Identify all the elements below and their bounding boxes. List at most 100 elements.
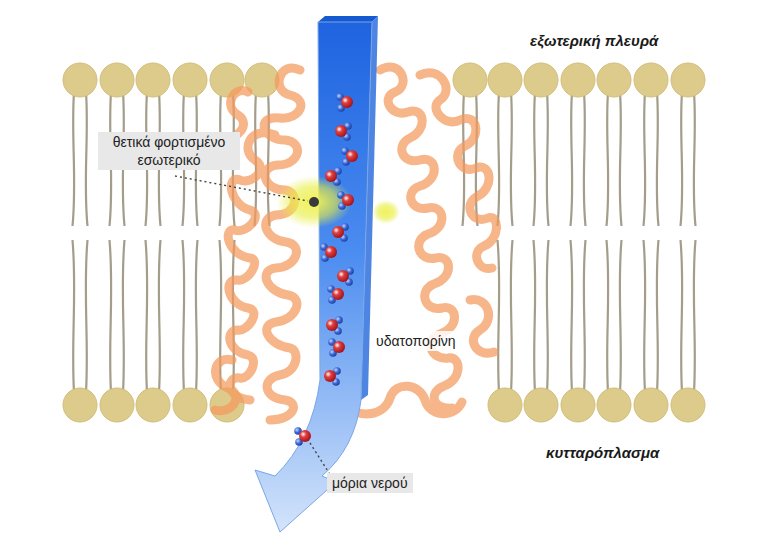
callout-label: μόρια νερού [327,473,413,493]
charge-glow [276,176,352,228]
oxygen-atom [335,125,347,137]
lipid-tail [694,240,696,392]
leader-lines [175,176,331,476]
lipid-tail [498,92,500,226]
lipid-head [100,388,134,422]
leader-line [310,443,331,476]
lipid-tail [233,240,235,392]
lipid-tail [159,240,161,392]
lipid-tail [534,240,536,392]
lipid-tail [620,240,622,392]
lipid-head [453,63,487,97]
water-molecule [294,427,311,446]
water-molecule [332,223,349,242]
water-molecule [337,267,354,286]
oxygen-atom [326,319,338,331]
lipid-head [63,63,97,97]
lipid-tail [607,240,609,392]
lipid-tail [268,92,270,226]
lipid-bilayer [63,63,705,422]
water-molecules [294,93,358,446]
oxygen-atom [324,370,336,382]
oxygen-atom [299,430,311,442]
lipid-tail [73,240,75,392]
lipid-head [173,63,207,97]
lipid-tail [657,240,659,392]
oxygen-atom [325,170,337,182]
oxygen-atom [333,341,345,353]
lipid-tail [534,92,536,226]
lipid-tail [657,92,659,226]
lipid-head [100,63,134,97]
leader-line [175,176,308,201]
oxygen-atom [341,96,353,108]
lipid-head [561,388,595,422]
lipid-tail [620,92,622,226]
lipid-tail [183,240,185,392]
lipid-head [561,63,595,97]
oxygen-atom [346,150,358,162]
water-flow-arrow [255,22,372,532]
side-label: εξωτερική πλευρά [530,32,658,50]
lipid-tail [547,240,549,392]
lipid-head [634,388,668,422]
lipid-tail [73,92,75,226]
water-molecule [336,93,353,112]
water-molecule [328,338,345,357]
lipid-tail [146,240,148,392]
lipid-tail [694,92,696,226]
oxygen-atom [325,246,337,258]
lipid-head [671,63,705,97]
lipid-tail [110,240,112,392]
lipid-tail [571,92,573,226]
lipid-tail [607,92,609,226]
water-molecule [327,285,344,304]
oxygen-atom [342,194,354,206]
lipid-tail [571,240,573,392]
lipid-tail [498,240,500,392]
oxygen-atom [337,270,349,282]
lipid-head [488,63,522,97]
lipid-tail [476,92,478,226]
arrow-top [318,16,378,22]
lipid-tail [681,92,683,226]
lipid-tail [547,92,549,226]
lipid-head [524,388,558,422]
oxygen-atom [332,288,344,300]
lipid-head [634,63,668,97]
lipid-tail [463,92,465,226]
lipid-head [671,388,705,422]
lipid-head [63,388,97,422]
lipid-head [524,63,558,97]
charge-glow [372,200,400,224]
lipid-head [597,388,631,422]
lipid-head [136,63,170,97]
lipid-head [136,388,170,422]
lipid-tail [584,92,586,226]
lipid-head [173,388,207,422]
water-molecule [326,316,343,335]
lipid-tail [511,92,513,226]
lipid-tail [584,240,586,392]
water-molecule [324,367,341,386]
protein-label: υδατοπορίνη [372,331,460,351]
water-molecule [341,147,358,166]
lipid-tail [196,240,198,392]
oxygen-atom [332,226,344,238]
callout-label: θετικά φορτισμένο εσωτερικό [98,132,240,170]
water-molecule [337,191,354,210]
lipid-tail [644,240,646,392]
lipid-head [597,63,631,97]
water-molecule [325,167,342,186]
lipid-tail [681,240,683,392]
charge-dot [309,197,319,207]
lipid-tail [86,240,88,392]
lipid-head [488,388,522,422]
side-label: κυτταρόπλασμα [546,444,659,462]
water-molecule [335,122,352,141]
water-molecule [320,243,337,262]
lipid-tail [511,240,513,392]
lipid-tail [123,240,125,392]
lipid-tail [86,92,88,226]
